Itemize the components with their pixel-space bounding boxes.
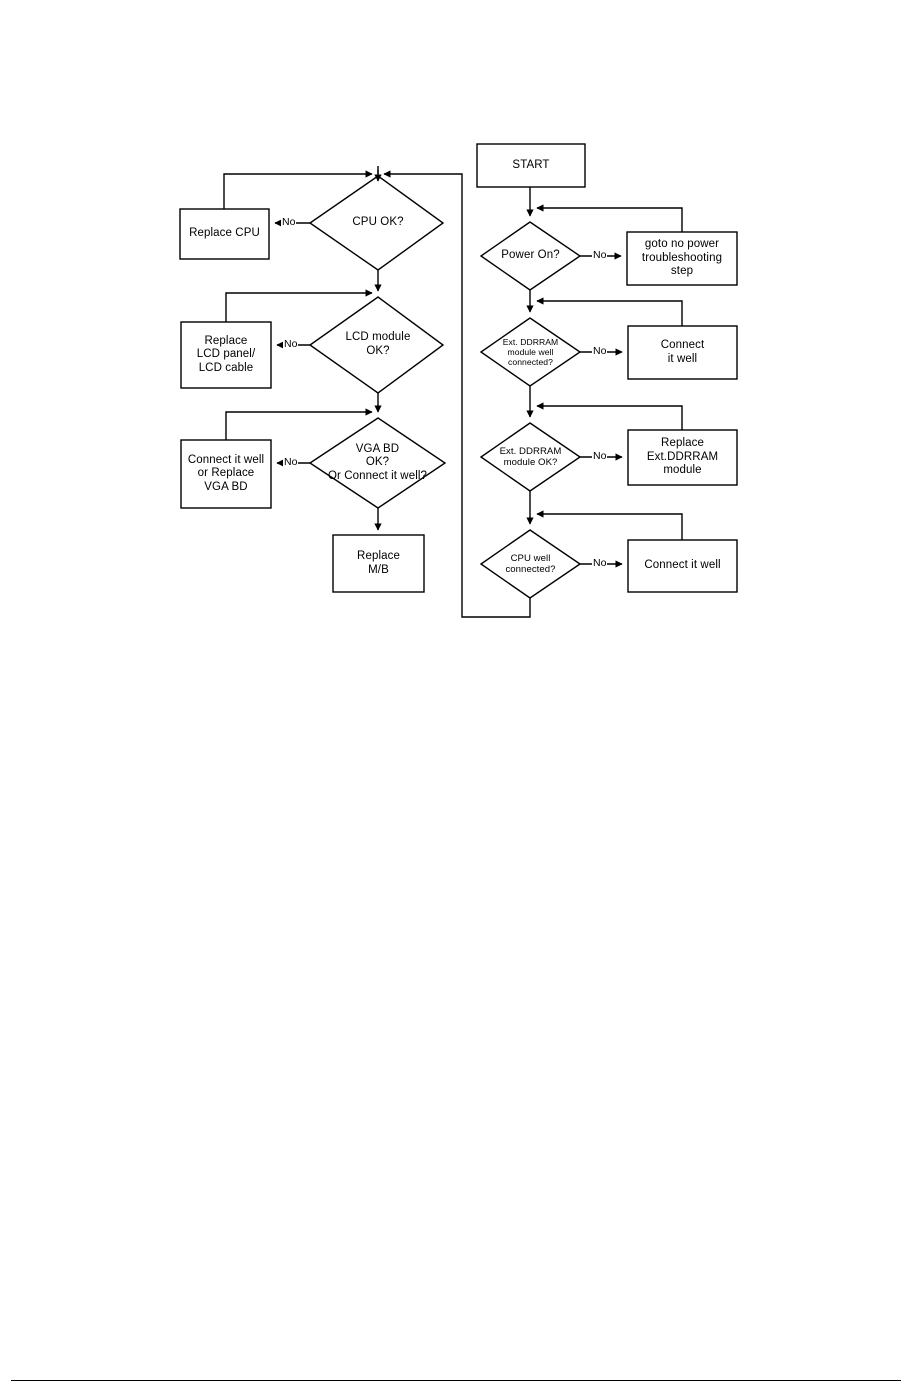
node-start-shape (476, 143, 586, 188)
node-vga-bd-ok-shape (308, 417, 447, 509)
node-replace-ddrram-shape (627, 429, 738, 486)
node-replace-lcd-shape (180, 321, 272, 389)
node-connect-replace-vga-shape (180, 439, 272, 509)
node-ddrram-connected-shape (479, 317, 582, 387)
node-ddrram-ok-shape (479, 422, 582, 492)
node-lcd-module-ok-shape (308, 296, 445, 394)
edge-replace-lcd-return (225, 289, 373, 322)
node-cpu-ok-shape (308, 175, 445, 271)
edge-column-bridge (383, 170, 531, 618)
node-connect-it-well-1-shape (627, 325, 738, 380)
node-goto-no-power-shape (626, 231, 738, 286)
node-replace-cpu-shape (179, 208, 270, 260)
node-connect-it-well-2-shape (627, 539, 738, 593)
edge-connect-it-well-1-return (536, 297, 683, 326)
node-cpu-connected-shape (479, 529, 582, 599)
node-power-on-shape (479, 221, 582, 291)
page-footer-rule (11, 1380, 901, 1381)
edge-goto-no-power-return (536, 204, 683, 232)
edge-replace-ddrram-return (536, 402, 683, 430)
edge-connect-it-well-2-return (536, 510, 683, 540)
node-replace-mb-shape (332, 534, 425, 593)
edge-replace-cpu-return (223, 170, 373, 209)
edge-connect-replace-vga-return (225, 408, 373, 440)
